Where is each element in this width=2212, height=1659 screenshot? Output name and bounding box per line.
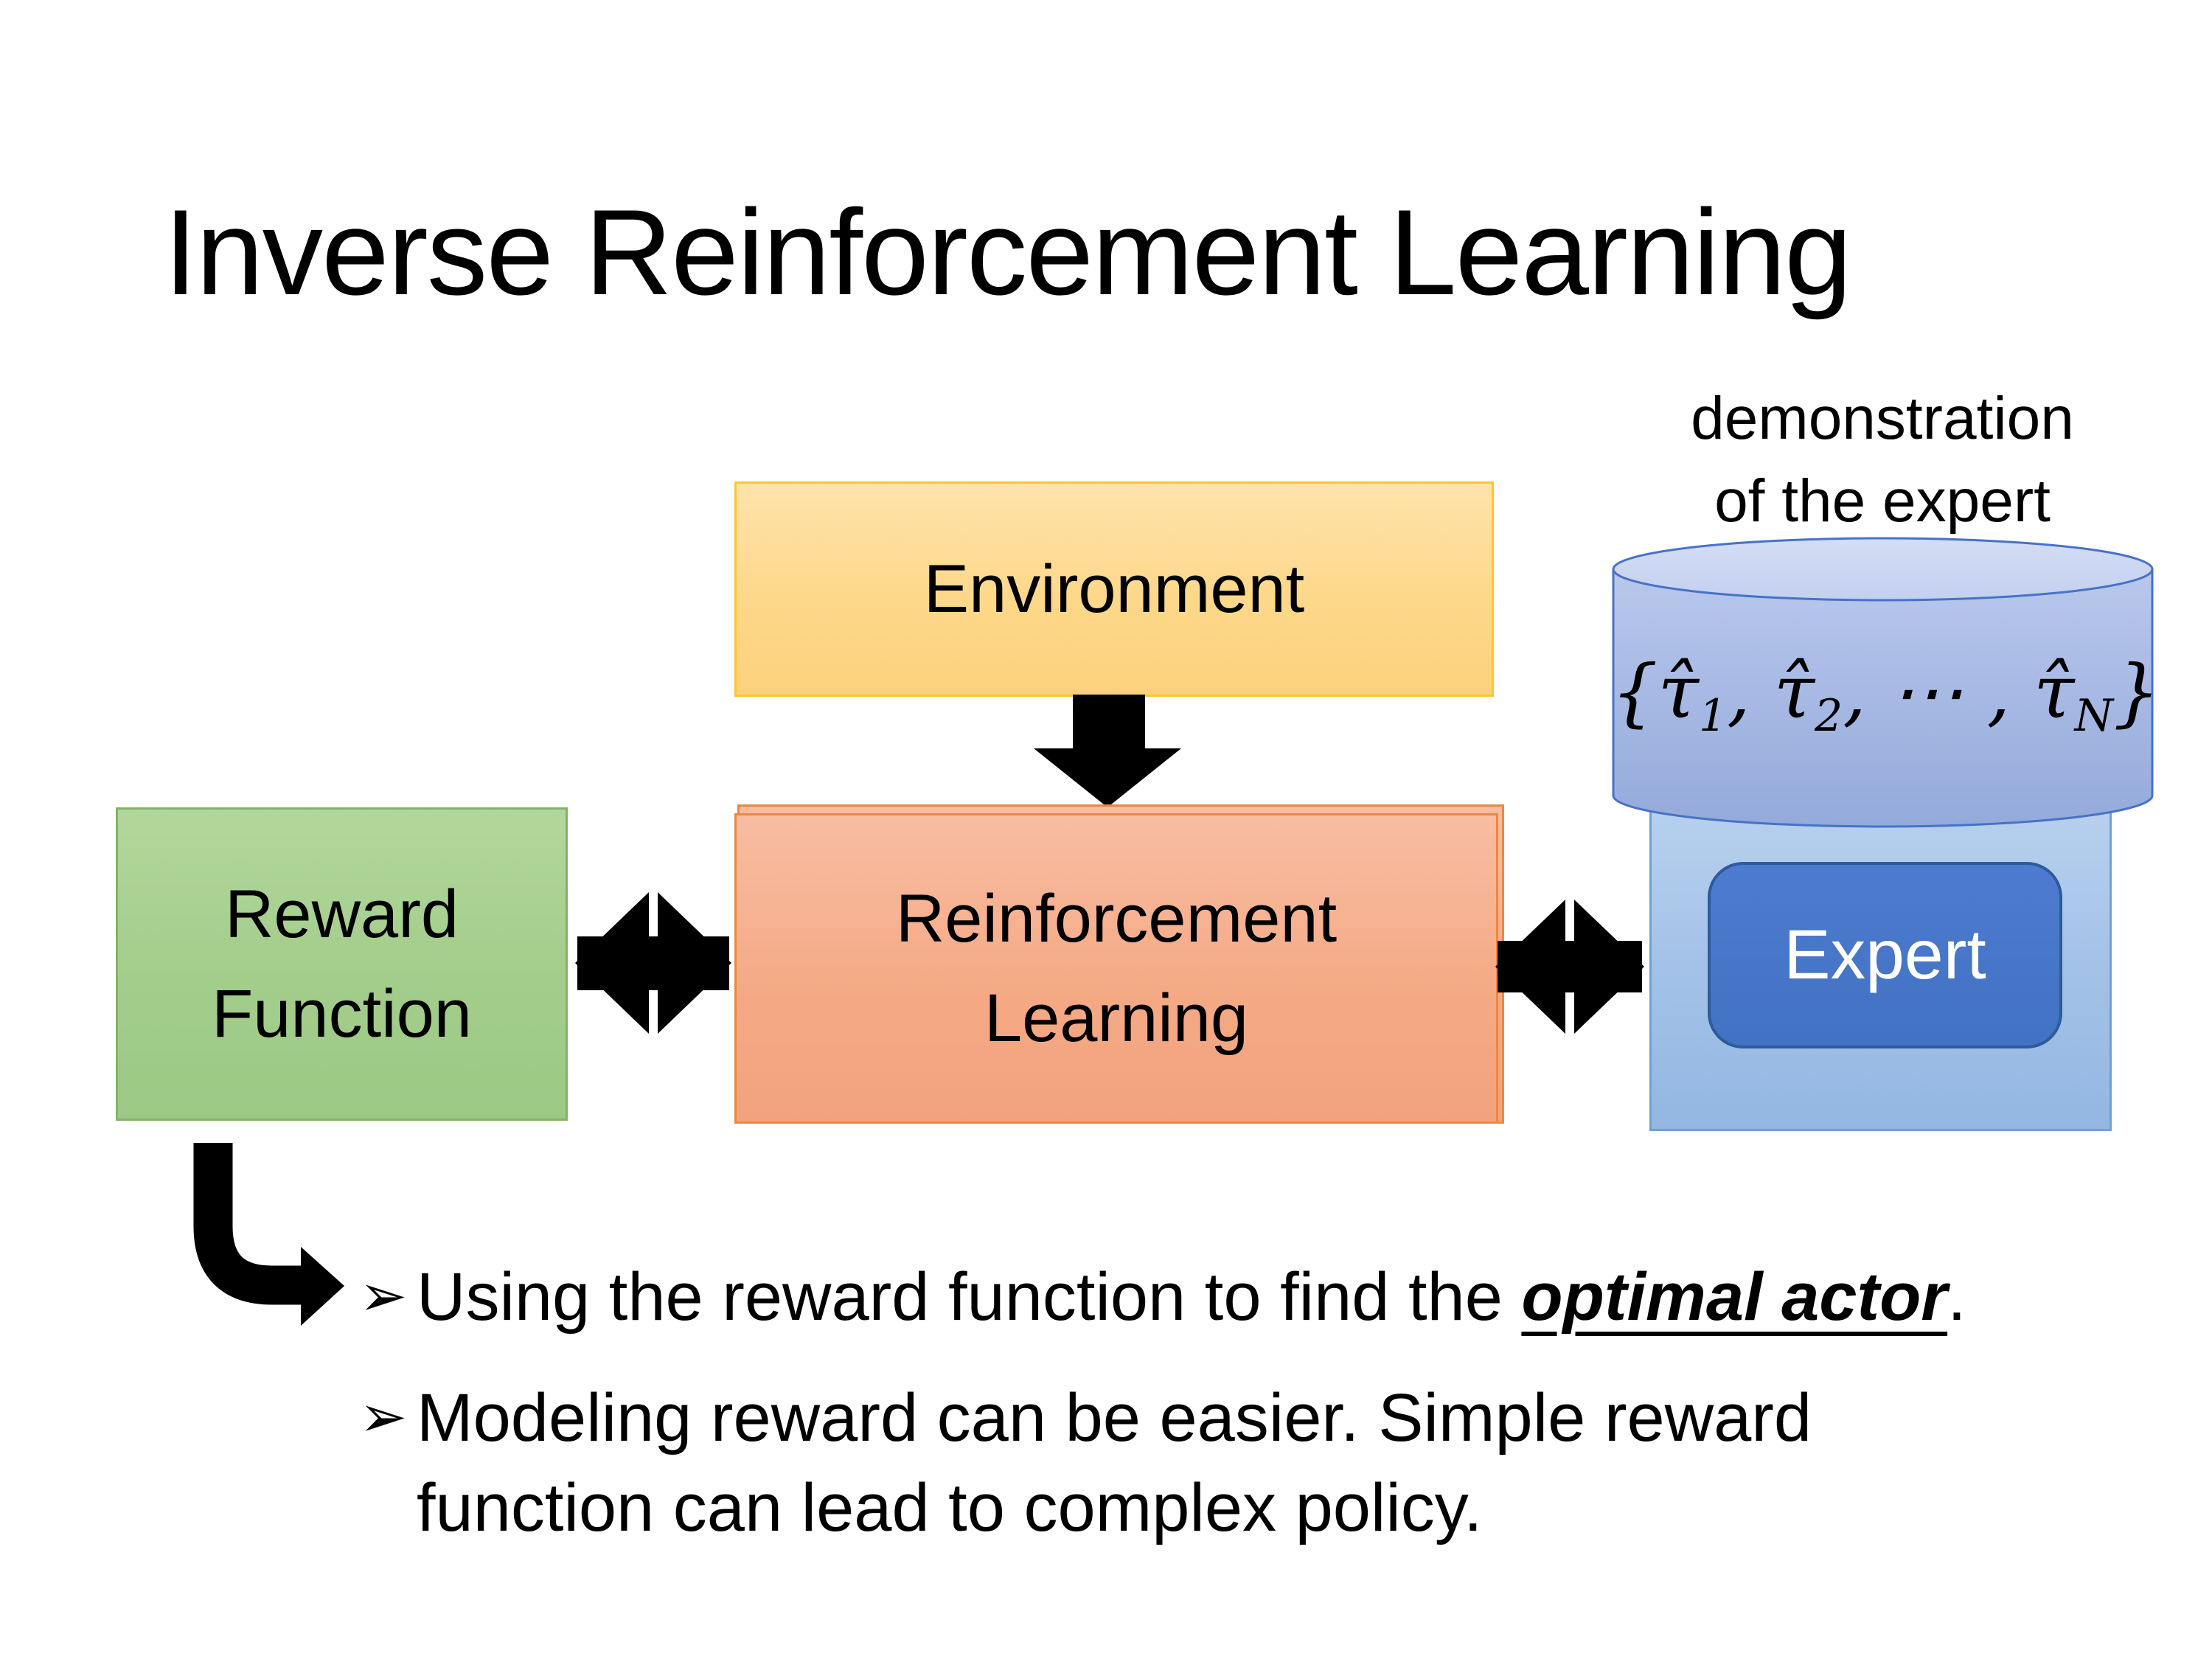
down-arrow-icon — [1034, 695, 1181, 807]
environment-label: Environment — [923, 551, 1305, 627]
reinforcement-learning-box: Reinforcement Learning — [734, 813, 1498, 1124]
formula-subscript: 2 — [1815, 690, 1843, 742]
formula-subscript: 1 — [1698, 690, 1728, 742]
demonstration-caption-line1: demonstration — [1691, 385, 2074, 452]
expert-box: Expert — [1708, 862, 2062, 1048]
page-title: Inverse Reinforcement Learning — [164, 184, 1852, 320]
bullet-text-plain: . — [1947, 1259, 1966, 1335]
database-cylinder-icon — [1612, 537, 2154, 828]
bullet-item-2: ➢ Modeling reward can be easier. Simple … — [359, 1373, 1944, 1553]
trajectory-formula: {τ̂1, τ̂2, ⋯ , τ̂N} — [1611, 649, 2160, 738]
reward-function-label-line2: Function — [212, 975, 472, 1051]
bent-arrow-icon — [193, 1143, 344, 1326]
double-arrow-icon — [1495, 900, 1644, 1034]
demonstration-caption: demonstration of the expert — [1551, 378, 2212, 543]
formula-part: } — [2113, 649, 2160, 735]
reinforcement-learning-label-line1: Reinforcement — [895, 880, 1338, 956]
reward-function-box: Reward Function — [116, 807, 568, 1121]
environment-box: Environment — [734, 481, 1494, 697]
formula-part: {τ̂ — [1611, 649, 1699, 735]
bullet-text: Using the reward function to find the op… — [417, 1252, 1966, 1342]
expert-label: Expert — [1784, 916, 1986, 994]
formula-part: , τ̂ — [1727, 649, 1815, 735]
bullet-text-plain: Using the reward function to find the — [417, 1259, 1522, 1335]
bullet-text-emphasis: optimal actor — [1521, 1259, 1948, 1335]
formula-subscript: N — [2074, 690, 2114, 742]
reward-function-label-line1: Reward — [224, 876, 459, 952]
demonstration-caption-line2: of the expert — [1714, 467, 2051, 535]
bullet-item-1: ➢ Using the reward function to find the … — [359, 1252, 2166, 1342]
reinforcement-learning-label-line2: Learning — [984, 980, 1249, 1056]
double-arrow-icon — [575, 892, 731, 1034]
bullet-arrowhead-icon: ➢ — [359, 1263, 408, 1328]
bullet-arrowhead-icon: ➢ — [359, 1384, 408, 1449]
formula-part: , ⋯ , τ̂ — [1843, 649, 2075, 735]
bullet-text: Modeling reward can be easier. Simple re… — [417, 1380, 1812, 1545]
